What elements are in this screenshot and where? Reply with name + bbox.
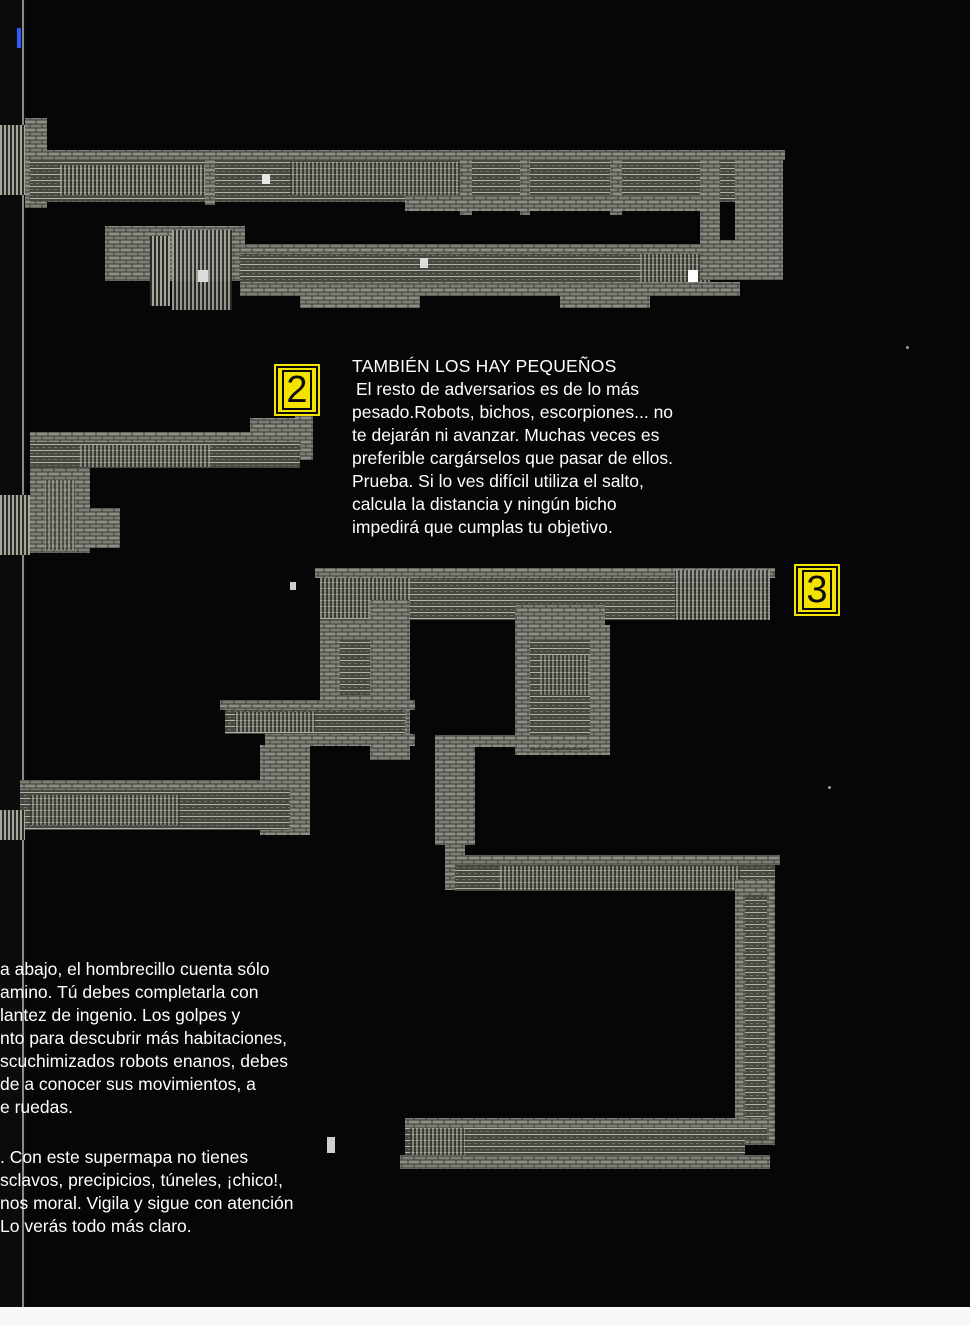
body-line: nos moral. Vigila y sigue con atención xyxy=(0,1193,294,1213)
map-section-top xyxy=(0,118,785,310)
body-line: e ruedas. xyxy=(0,1097,73,1117)
sidebar-line: te dejarán ni avanzar. Muchas veces es xyxy=(352,425,660,445)
print-registration-mark xyxy=(17,28,21,48)
body-line: . Con este supermapa no tienes xyxy=(0,1147,249,1167)
map-marker-2: 2 xyxy=(276,366,318,414)
sidebar-line: Prueba. Si lo ves difícil utiliza el sal… xyxy=(352,471,644,491)
section-heading: TAMBIÉN LOS HAY PEQUEÑOS xyxy=(352,356,617,376)
body-line: nto para descubrir más habitaciones, xyxy=(0,1028,287,1048)
body-line: scuchimizados robots enanos, debes xyxy=(0,1051,288,1071)
sidebar-line: El resto de adversarios es de lo más xyxy=(356,379,640,399)
map-marker-3: 3 xyxy=(796,566,838,614)
print-speck xyxy=(828,786,831,789)
page-gutter xyxy=(0,0,26,1325)
map-section-descent xyxy=(400,840,780,1169)
body-line: Lo verás todo más claro. xyxy=(0,1216,192,1236)
marker-number-3: 3 xyxy=(802,570,832,610)
body-line: amino. Tú debes completarla con xyxy=(0,982,259,1002)
body-line: a abajo, el hombrecillo cuenta sólo xyxy=(0,959,270,979)
map-section-2 xyxy=(0,400,313,555)
sidebar-line: impedirá que cumplas tu objetivo. xyxy=(352,517,613,537)
enemy-sprites xyxy=(198,174,698,1153)
body-paragraph-1: a abajo, el hombrecillo cuenta sólo amin… xyxy=(0,958,330,1119)
map-section-3 xyxy=(0,568,775,845)
body-line: de a conocer sus movimientos, a xyxy=(0,1074,256,1094)
page-bottom-edge xyxy=(0,1307,970,1325)
print-speck xyxy=(906,346,909,349)
sidebar-line: calcula la distancia y ningún bicho xyxy=(352,494,617,514)
binding-edge xyxy=(22,0,24,1325)
body-line: sclavos, precipicios, túneles, ¡chico!, xyxy=(0,1170,284,1190)
sidebar-paragraph: El resto de adversarios es de lo más pes… xyxy=(352,378,732,539)
marker-number-2: 2 xyxy=(282,370,312,410)
body-paragraph-2: . Con este supermapa no tienes sclavos, … xyxy=(0,1146,330,1238)
body-line: lantez de ingenio. Los golpes y xyxy=(0,1005,241,1025)
sidebar-line: pesado.Robots, bichos, escorpiones... no xyxy=(352,402,674,422)
sidebar-line: preferible cargárselos que pasar de ello… xyxy=(352,448,674,468)
